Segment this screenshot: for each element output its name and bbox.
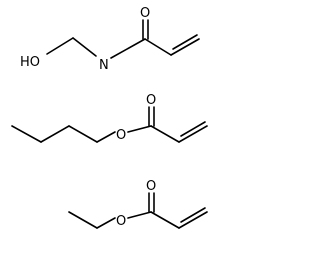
bond-ch-ch2-double-a <box>170 38 200 56</box>
bond-ch2-n <box>72 37 97 57</box>
atom-carbonyl-oxygen-label: O <box>140 6 150 21</box>
molecule-ethyl-acrylate: O O <box>68 179 208 229</box>
bond-ch-ch2-double-b <box>180 121 206 137</box>
bond-c-ch <box>150 125 180 143</box>
chemical-structure-diagram: HO N O O O O O <box>11 6 208 229</box>
bond-c2-c3 <box>40 125 70 143</box>
atom-hydroxyl-label: HO <box>20 55 40 70</box>
bond-c3-c4 <box>68 125 98 143</box>
bond-n-c-carbonyl <box>110 38 146 59</box>
atom-carbonyl-oxygen-label: O <box>146 179 156 194</box>
bond-c4-o <box>96 131 116 143</box>
bond-c-ch <box>150 211 180 229</box>
bond-o-c-carbonyl <box>127 125 152 133</box>
bond-ch-ch2-double-b <box>172 34 198 50</box>
atom-ester-oxygen-label: O <box>116 128 126 143</box>
bond-c1-c2 <box>11 125 42 143</box>
bond-ch-ch2-double-a <box>178 211 208 229</box>
bond-o-ch2 <box>46 37 74 55</box>
bond-ch2-o <box>96 217 116 229</box>
atom-nitrogen-label: N <box>99 58 109 73</box>
bond-ch-ch2-double-a <box>178 125 208 143</box>
atom-carbonyl-oxygen-label: O <box>146 93 156 108</box>
atom-ester-oxygen-label: O <box>116 214 126 229</box>
bond-c-ch <box>144 38 172 56</box>
molecule-butyl-acrylate: O O <box>11 93 208 143</box>
bond-o-c-carbonyl <box>127 211 152 219</box>
molecule-n-hydroxymethylacrylamide: HO N O <box>20 6 200 73</box>
bond-ch-ch2-double-b <box>180 207 206 223</box>
bond-ch3-ch2 <box>68 211 98 229</box>
